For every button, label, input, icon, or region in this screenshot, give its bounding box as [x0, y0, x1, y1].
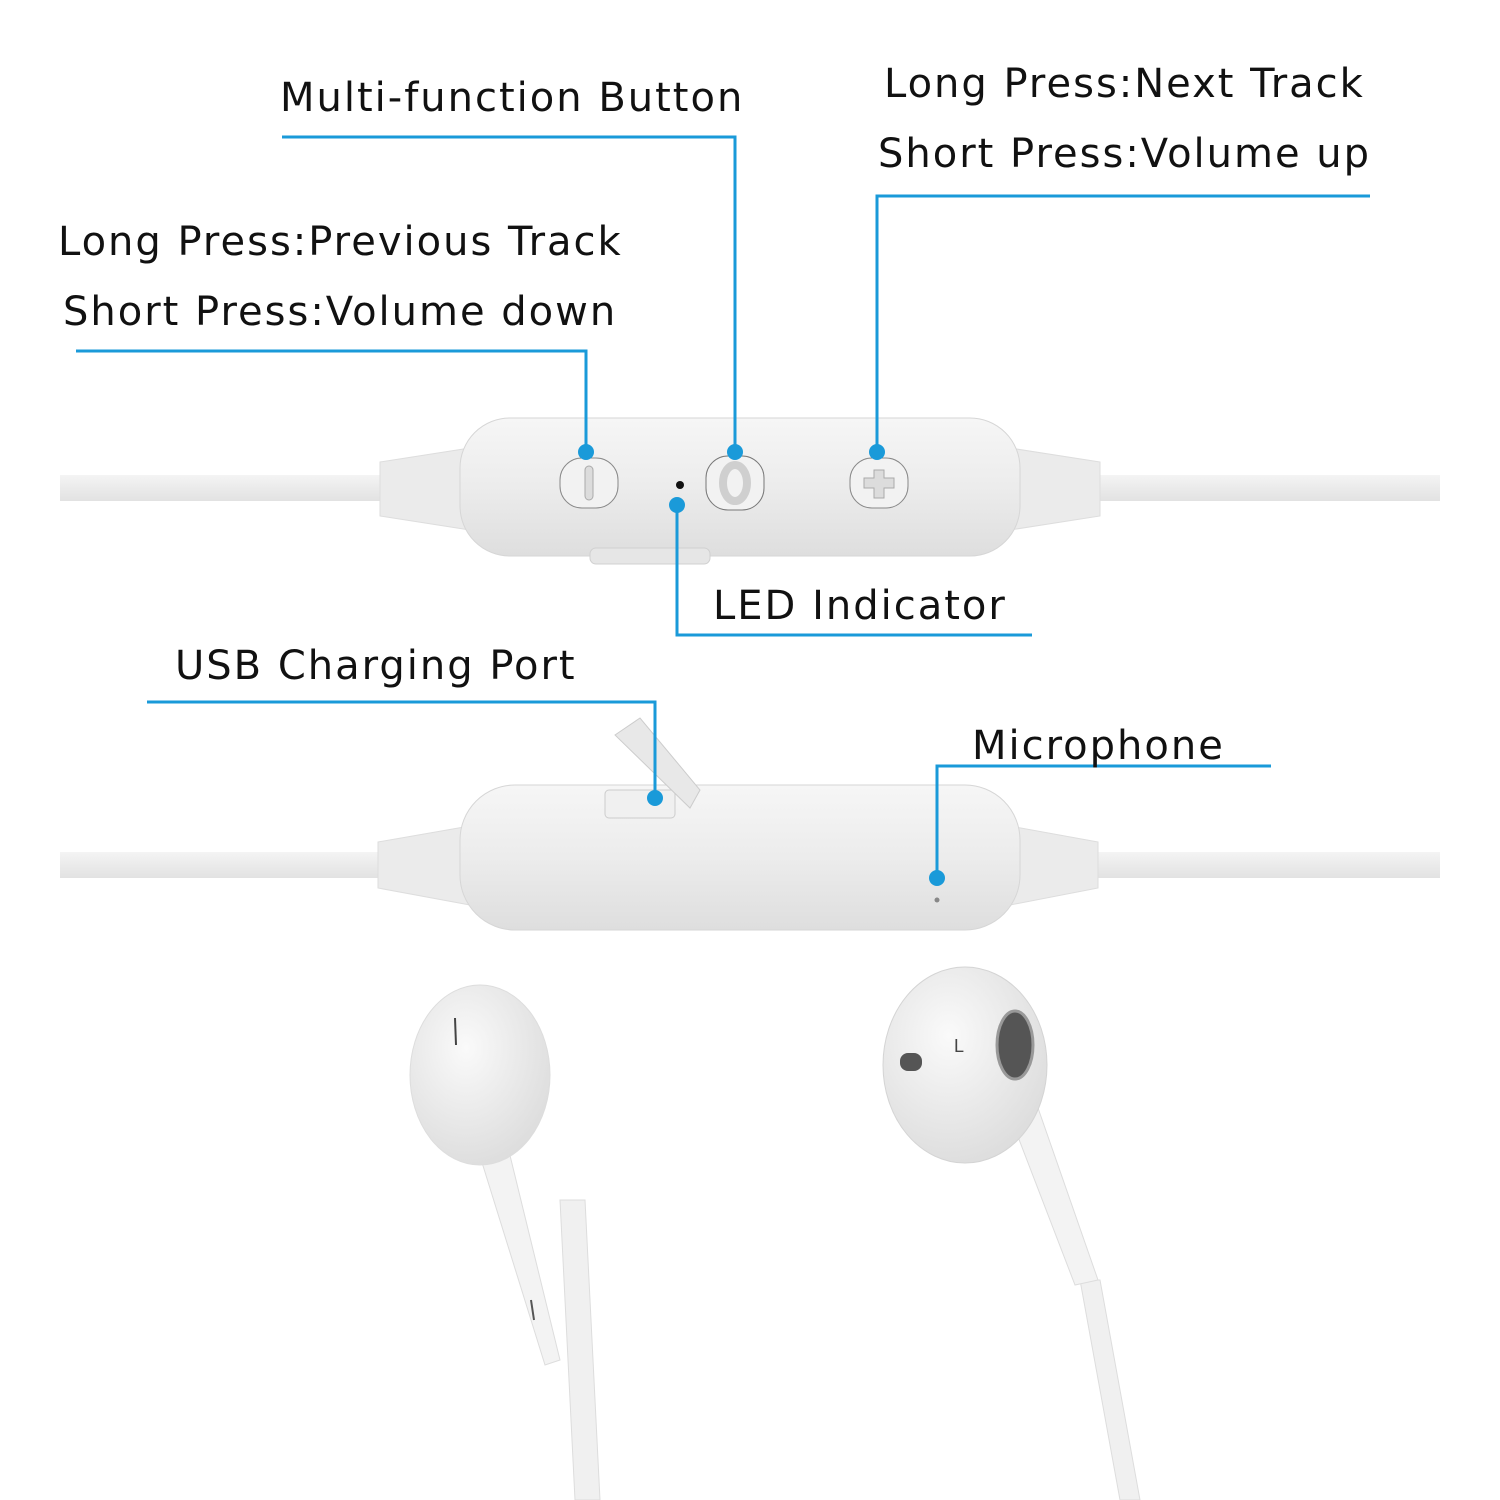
- usb-port: [604, 789, 676, 819]
- earbud-left: L: [882, 966, 1141, 1500]
- callout-lines: [76, 135, 1370, 878]
- earbud-right: [409, 984, 601, 1500]
- microphone-hole: [934, 897, 940, 903]
- callout-dots: [578, 444, 945, 886]
- label-next-short: Short Press:Volume up: [878, 131, 1372, 177]
- label-usb: USB Charging Port: [175, 643, 577, 689]
- label-multi-function: Multi-function Button: [280, 75, 745, 121]
- remote-back: [60, 717, 1440, 931]
- earbud-l-marking: L: [954, 1036, 964, 1056]
- multi-function-button[interactable]: [705, 455, 765, 511]
- usb-cover: [614, 717, 701, 809]
- label-mic: Microphone: [972, 723, 1225, 769]
- label-led: LED Indicator: [713, 583, 1007, 629]
- minus-button[interactable]: [559, 457, 619, 509]
- remote-front: [60, 417, 1440, 565]
- plus-button[interactable]: [849, 457, 909, 509]
- label-prev-long: Long Press:Previous Track: [58, 219, 623, 265]
- label-prev-short: Short Press:Volume down: [63, 289, 618, 335]
- label-next-long: Long Press:Next Track: [884, 61, 1365, 107]
- led-indicator: [676, 481, 684, 489]
